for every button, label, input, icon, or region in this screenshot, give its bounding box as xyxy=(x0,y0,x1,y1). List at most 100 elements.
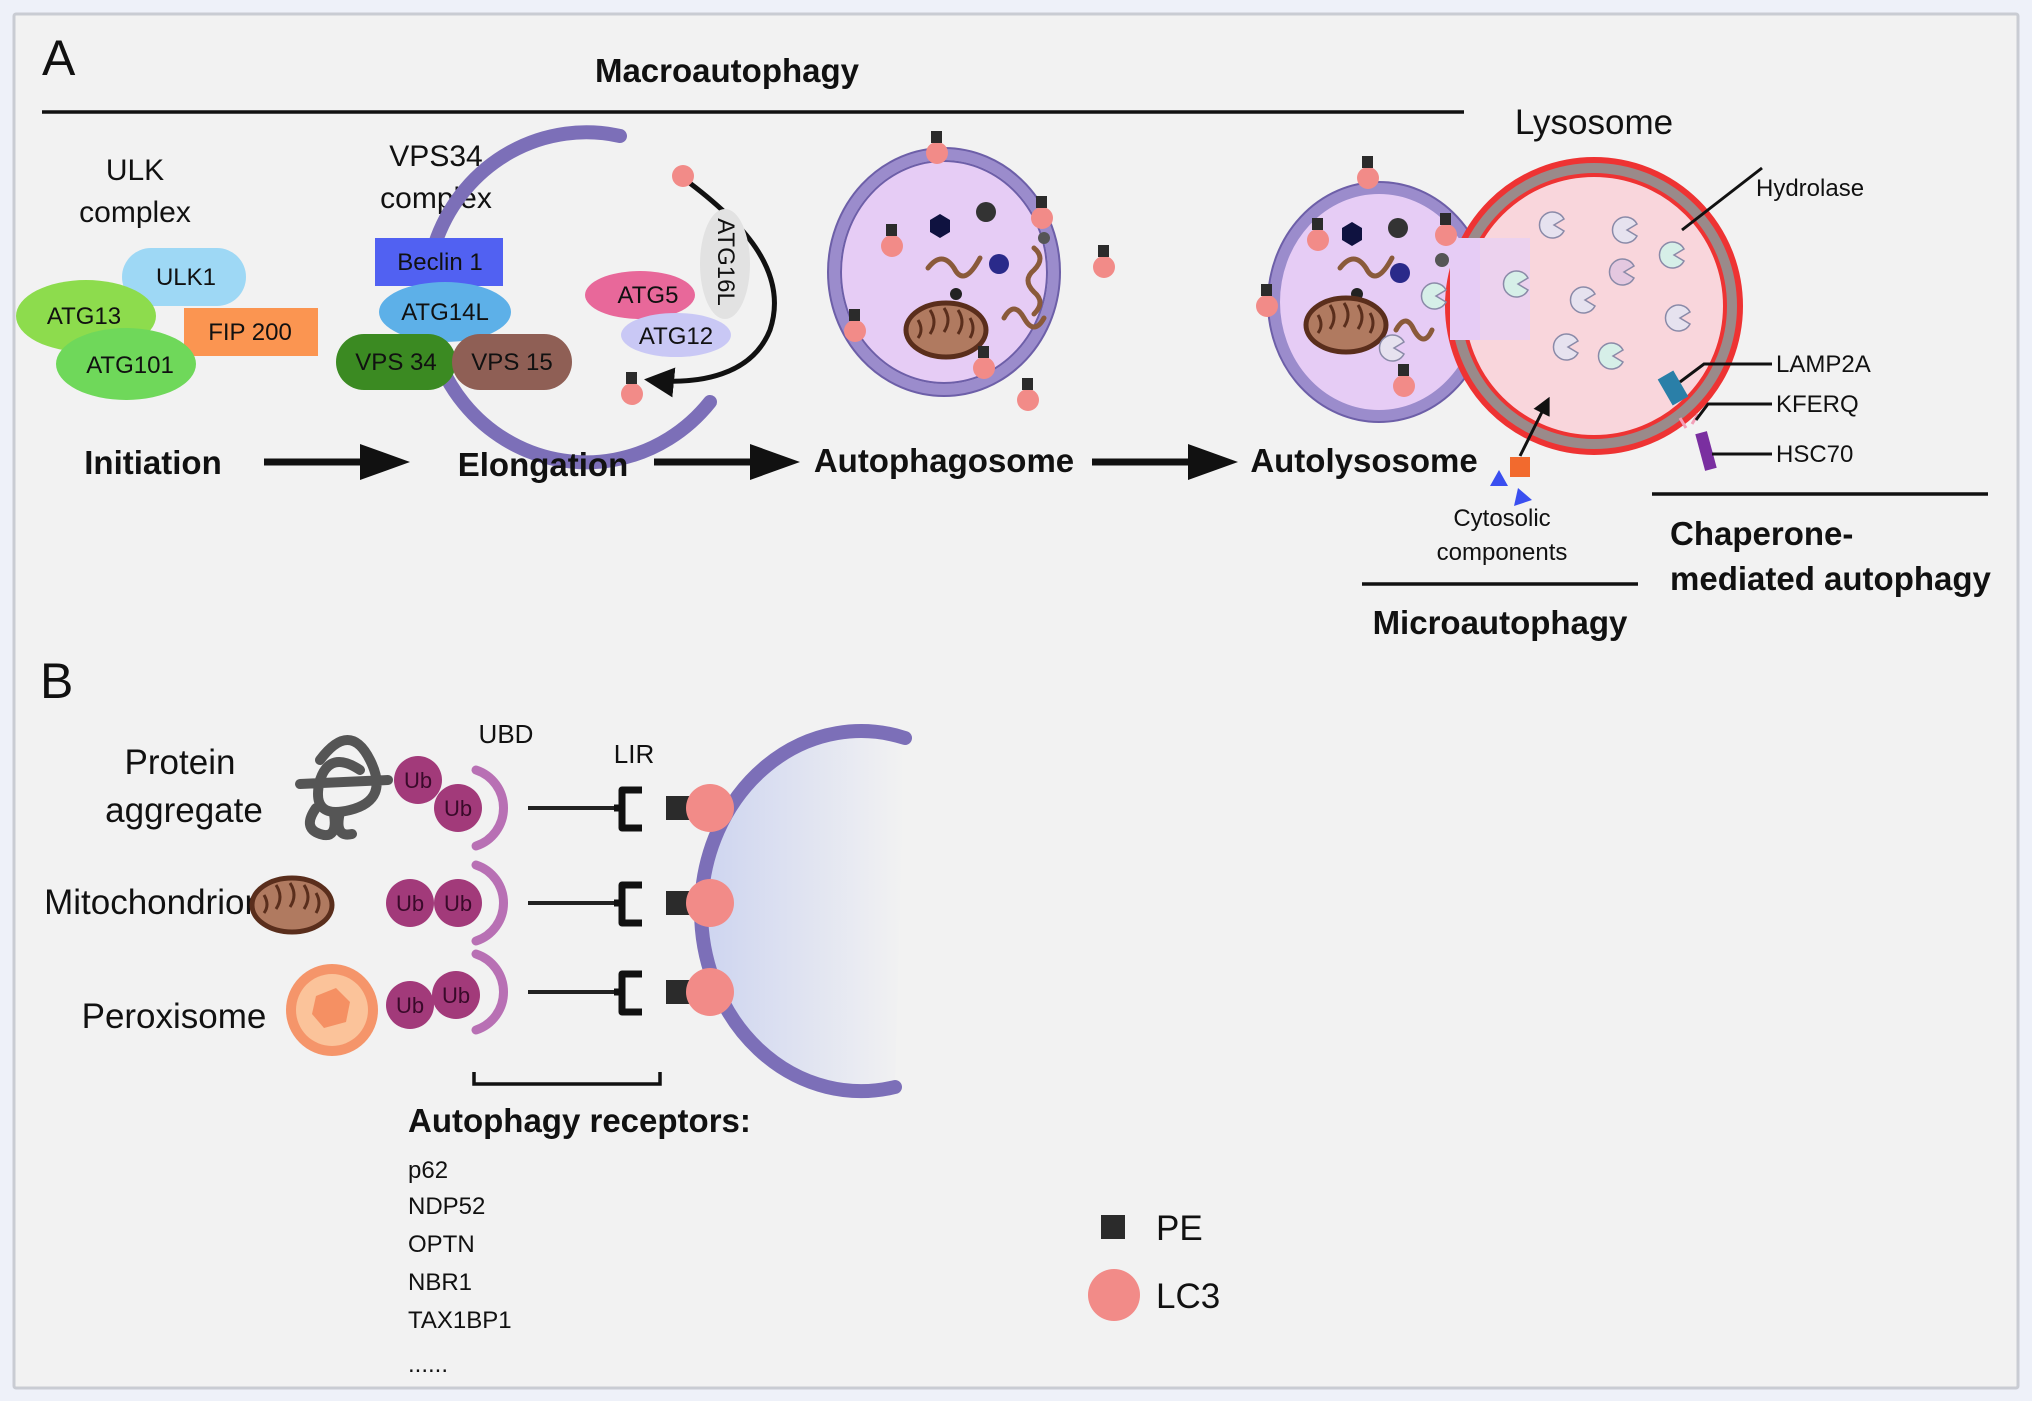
lc3-circle-icon xyxy=(686,879,734,927)
beclin1-protein xyxy=(375,238,503,286)
ub-label: Ub xyxy=(396,993,424,1018)
autophagosome xyxy=(827,131,1115,411)
vps34-title-1: VPS34 xyxy=(389,140,482,173)
atg5-protein xyxy=(585,271,695,319)
lc3-circle-icon xyxy=(1088,1269,1140,1321)
lir-motif-icon xyxy=(614,881,642,927)
receptor-item: TAX1BP1 xyxy=(408,1307,512,1334)
receptor-item: p62 xyxy=(408,1157,448,1184)
cargo-mitochondrion: Mitochondrion xyxy=(44,883,264,922)
lir-motif-icon xyxy=(614,970,642,1016)
atg14l-label: ATG14L xyxy=(401,299,489,326)
protein-aggregate-icon xyxy=(295,735,393,840)
ub-label: Ub xyxy=(404,768,432,793)
receptor-item: ...... xyxy=(408,1351,448,1378)
atg14l-protein xyxy=(379,282,511,342)
pe-square-icon xyxy=(1101,1215,1125,1239)
hsc70-label: HSC70 xyxy=(1776,441,1853,468)
mitochondrion-icon xyxy=(252,878,332,932)
cma-title-2: mediated autophagy xyxy=(1670,560,1992,597)
beclin1-label: Beclin 1 xyxy=(397,249,482,276)
ubiquitin-icon xyxy=(394,756,442,804)
panel-a-label: A xyxy=(42,30,76,86)
legend-lc3-label: LC3 xyxy=(1156,1277,1220,1316)
microautophagy-title: Microautophagy xyxy=(1373,604,1628,641)
legend: PE LC3 xyxy=(1088,1209,1220,1321)
ubd-domain-icon xyxy=(471,860,509,946)
receptor-item: OPTN xyxy=(408,1231,475,1258)
ulk-complex: ULK1 ATG13 FIP 200 ATG101 xyxy=(16,248,318,400)
lc3-free xyxy=(672,165,694,187)
ub-label: Ub xyxy=(442,983,470,1008)
arrow-right-icon xyxy=(750,444,800,480)
receptors-title: Autophagy receptors: xyxy=(408,1102,751,1139)
cargo-peroxisome: Peroxisome xyxy=(82,997,267,1036)
ulk1-protein xyxy=(122,248,246,306)
legend-pe-label: PE xyxy=(1156,1209,1203,1248)
receptor-row: Ub Ub xyxy=(386,949,734,1035)
cytosolic-label-1: Cytosolic xyxy=(1453,505,1550,532)
ulk-title-1: ULK xyxy=(106,154,164,187)
receptors-list: p62 NDP52 OPTN NBR1 TAX1BP1 ...... xyxy=(408,1157,512,1378)
cytosolic-cargo-triangle xyxy=(1490,470,1508,486)
ubiquitin-icon xyxy=(434,784,482,832)
hydrolase-label: Hydrolase xyxy=(1756,175,1864,202)
hsc70-icon xyxy=(1695,431,1717,471)
stage-elongation: Elongation xyxy=(458,446,628,483)
cargo-protein-aggregate-2: aggregate xyxy=(105,791,263,830)
vps34-complex: Beclin 1 ATG14L VPS 34 VPS 15 xyxy=(336,238,572,390)
vps15-label: VPS 15 xyxy=(471,349,552,376)
vps34-label: VPS 34 xyxy=(355,349,436,376)
atg-conjugation-complex: ATG5 ATG16L ATG12 xyxy=(585,165,777,405)
mitochondrion-icon xyxy=(906,303,986,357)
atg16l-label: ATG16L xyxy=(712,218,739,306)
stage-autolysosome: Autolysosome xyxy=(1250,442,1477,479)
lamp2a-label: LAMP2A xyxy=(1776,351,1871,378)
macroautophagy-title: Macroautophagy xyxy=(595,52,860,89)
ubd-label: UBD xyxy=(479,719,534,749)
stage-initiation: Initiation xyxy=(84,444,221,481)
lamp2a-icon xyxy=(1657,370,1689,406)
microautophagy-arrow xyxy=(1518,396,1550,457)
ub-label: Ub xyxy=(444,796,472,821)
atg5-label: ATG5 xyxy=(618,282,679,309)
atg12-protein xyxy=(621,313,731,357)
peroxisome-icon xyxy=(286,964,378,1056)
ubiquitin-icon xyxy=(386,879,434,927)
stage-autophagosome: Autophagosome xyxy=(814,442,1074,479)
arrow-right-icon xyxy=(360,444,410,480)
cargo-protein-aggregate-1: Protein xyxy=(125,743,236,782)
ubd-domain-icon xyxy=(471,949,509,1035)
receptor-item: NDP52 xyxy=(408,1193,485,1220)
vps15-protein xyxy=(452,334,572,390)
cytosolic-label-2: components xyxy=(1437,539,1568,566)
receptors-bracket xyxy=(472,1072,662,1086)
atg101-protein xyxy=(56,328,196,400)
ulk-title-2: complex xyxy=(79,196,191,229)
fip200-label: FIP 200 xyxy=(208,319,292,346)
ubiquitin-icon xyxy=(432,971,480,1019)
receptor-item: NBR1 xyxy=(408,1269,472,1296)
ubiquitin-icon xyxy=(386,981,434,1029)
kferq-label: KFERQ xyxy=(1776,391,1859,418)
lysosome xyxy=(1256,156,1743,455)
ub-label: Ub xyxy=(444,891,472,916)
atg13-label: ATG13 xyxy=(47,303,121,330)
vps34-protein xyxy=(336,334,456,390)
lysosome-title: Lysosome xyxy=(1515,103,1673,142)
atg16l-protein xyxy=(700,209,750,319)
atg101-label: ATG101 xyxy=(86,352,174,379)
ubd-domain-icon xyxy=(471,765,509,851)
receptor-row: Ub Ub xyxy=(386,860,734,946)
fip200-protein xyxy=(184,308,318,356)
arrow-right-icon xyxy=(1188,444,1238,480)
ubiquitin-icon xyxy=(434,879,482,927)
panel-b-label: B xyxy=(40,653,73,709)
ub-label: Ub xyxy=(396,891,424,916)
lc3-circle-icon xyxy=(686,968,734,1016)
cytosolic-cargo-square xyxy=(1510,457,1530,477)
lir-motif-icon xyxy=(614,786,642,832)
lc3-circle-icon xyxy=(686,784,734,832)
